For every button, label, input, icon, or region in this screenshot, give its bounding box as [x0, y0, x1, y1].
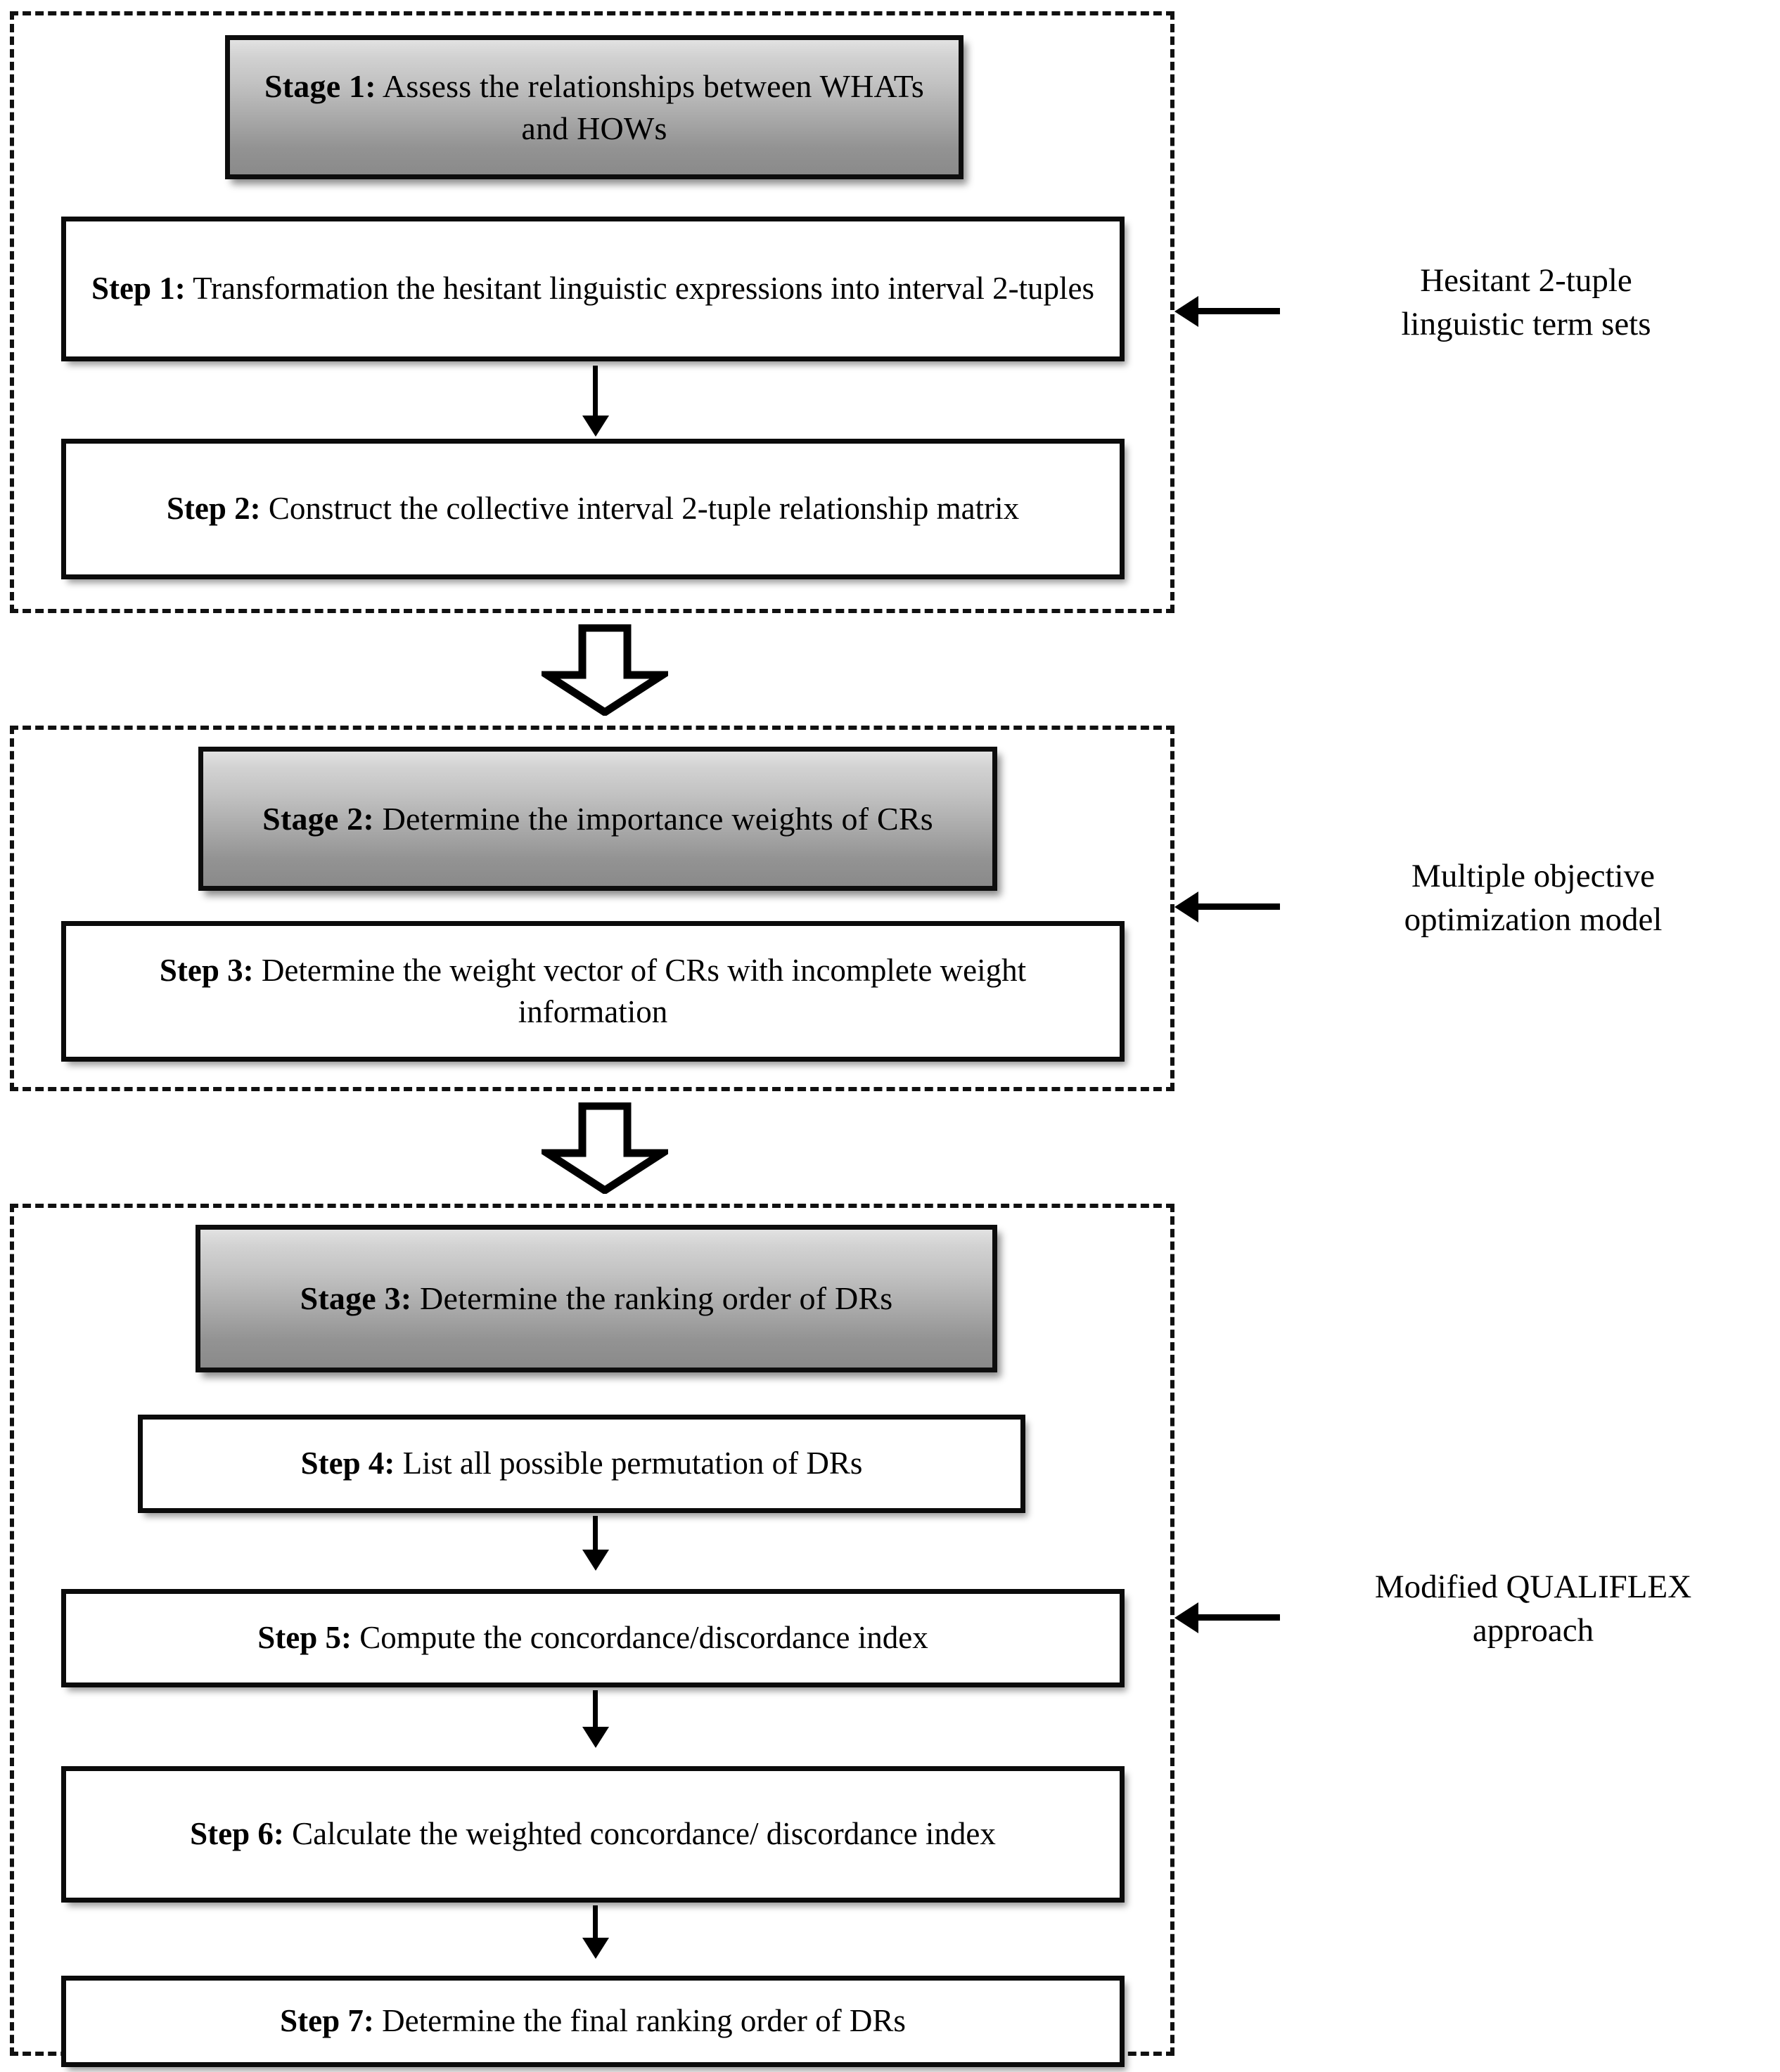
step-5-text: Step 5: Compute the concordance/discorda…: [242, 1617, 943, 1659]
stage-2-container: [10, 726, 1174, 1091]
stage-2-header-label: Stage 2:: [262, 800, 374, 837]
stage-1-annotation-line-1: Hesitant 2-tuple: [1420, 262, 1632, 299]
block-arrow-stage1-to-stage2: [534, 624, 676, 717]
stage-3-header-rest: Determine the ranking order of DRs: [411, 1280, 893, 1317]
step-6-box[interactable]: Step 6: Calculate the weighted concordan…: [61, 1766, 1125, 1903]
stage-3-annotation-arrow: [1196, 1614, 1280, 1621]
stage-2-annotation-line-2: optimization model: [1404, 901, 1663, 939]
stage-2-annotation: Multiple objective optimization model: [1315, 854, 1751, 941]
stage-1-header-label: Stage 1:: [264, 67, 376, 104]
step-1-box[interactable]: Step 1: Transformation the hesitant ling…: [61, 217, 1125, 361]
block-arrow-icon: [534, 1102, 676, 1195]
stage-2-annotation-arrow: [1196, 903, 1280, 910]
step-1-rest: Transformation the hesitant linguistic e…: [185, 271, 1095, 307]
stage-1-header-box[interactable]: Stage 1: Assess the relationships betwee…: [225, 35, 963, 179]
stage-1-annotation-arrow: [1196, 308, 1280, 314]
step-5-rest: Compute the concordance/discordance inde…: [352, 1620, 928, 1656]
arrow-step5-to-step6: [593, 1690, 598, 1730]
step-7-label: Step 7:: [280, 2003, 374, 2039]
step-3-rest: Determine the weight vector of CRs with …: [253, 952, 1027, 1029]
step-3-label: Step 3:: [159, 952, 254, 988]
step-1-text: Step 1: Transformation the hesitant ling…: [76, 268, 1110, 309]
arrow-step4-to-step5: [593, 1516, 598, 1552]
step-4-label: Step 4:: [300, 1446, 395, 1481]
step-6-text: Step 6: Calculate the weighted concordan…: [174, 1813, 1011, 1855]
stage-3-annotation-line-2: approach: [1472, 1612, 1594, 1649]
step-4-box[interactable]: Step 4: List all possible permutation of…: [138, 1415, 1025, 1513]
stage-1-annotation: Hesitant 2-tuple linguistic term sets: [1315, 259, 1737, 346]
block-arrow-icon: [534, 624, 676, 717]
stage-1-annotation-line-2: linguistic term sets: [1401, 306, 1651, 343]
arrow-step6-to-step7: [593, 1905, 598, 1941]
step-1-label: Step 1:: [91, 271, 186, 307]
stage-3-header-label: Stage 3:: [300, 1280, 412, 1317]
arrow-step1-to-step2: [593, 366, 598, 418]
stage-3-annotation: Modified QUALIFLEX approach: [1301, 1565, 1765, 1652]
stage-2-annotation-line-1: Multiple objective: [1411, 858, 1655, 894]
stage-2-header-rest: Determine the importance weights of CRs: [373, 800, 933, 837]
stage-1-header-rest: Assess the relationships between WHATs a…: [376, 67, 924, 146]
step-4-text: Step 4: List all possible permutation of…: [286, 1443, 878, 1484]
stage-3-annotation-line-1: Modified QUALIFLEX: [1374, 1569, 1692, 1605]
stage-2-header-box[interactable]: Stage 2: Determine the importance weight…: [198, 747, 997, 891]
stage-3-header-text: Stage 3: Determine the ranking order of …: [282, 1278, 911, 1320]
step-2-box[interactable]: Step 2: Construct the collective interva…: [61, 439, 1125, 579]
step-4-rest: List all possible permutation of DRs: [395, 1446, 863, 1481]
step-7-text: Step 7: Determine the final ranking orde…: [264, 2000, 921, 2042]
step-2-text: Step 2: Construct the collective interva…: [151, 488, 1035, 529]
stage-1-container: [10, 11, 1174, 613]
step-7-box[interactable]: Step 7: Determine the final ranking orde…: [61, 1976, 1125, 2067]
block-arrow-stage2-to-stage3: [534, 1102, 676, 1195]
stage-2-header-text: Stage 2: Determine the importance weight…: [244, 798, 952, 840]
step-6-label: Step 6:: [190, 1816, 284, 1852]
step-2-label: Step 2:: [166, 491, 261, 527]
step-5-label: Step 5:: [257, 1620, 352, 1656]
step-3-box[interactable]: Step 3: Determine the weight vector of C…: [61, 921, 1125, 1062]
stage-1-header-text: Stage 1: Assess the relationships betwee…: [230, 65, 959, 150]
stage-3-header-box[interactable]: Stage 3: Determine the ranking order of …: [196, 1225, 997, 1372]
step-7-rest: Determine the final ranking order of DRs: [373, 2003, 906, 2039]
step-6-rest: Calculate the weighted concordance/ disc…: [283, 1816, 996, 1852]
step-3-text: Step 3: Determine the weight vector of C…: [66, 950, 1120, 1034]
step-2-rest: Construct the collective interval 2-tupl…: [260, 491, 1020, 527]
step-5-box[interactable]: Step 5: Compute the concordance/discorda…: [61, 1589, 1125, 1687]
